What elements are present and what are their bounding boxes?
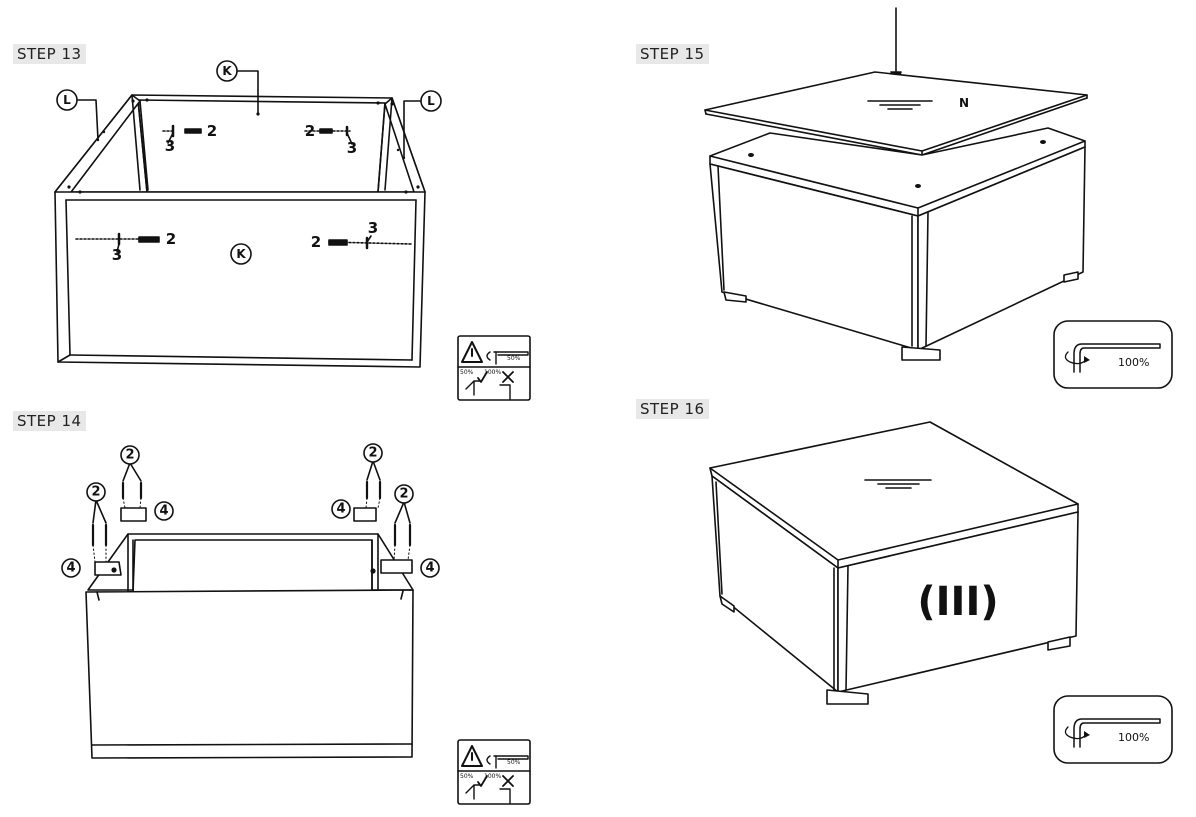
step-16-label: STEP 16 (636, 399, 709, 419)
warning-box-14 (457, 739, 531, 805)
bracket-4-label: 4 (159, 504, 168, 519)
allen-key-box-15 (1053, 320, 1173, 389)
torque-100-mid-text: 100% (484, 369, 501, 376)
dowel-3-label: 3 (165, 137, 175, 155)
warning-box-13 (457, 335, 531, 401)
screw-2-label: 2 (311, 233, 321, 251)
part-L-label-left: L (63, 93, 71, 107)
dowel-3-label: 3 (368, 219, 378, 237)
step-15-label: STEP 15 (636, 44, 709, 64)
screw-2-label: 2 (166, 230, 176, 248)
module-mark: (III) (917, 579, 998, 625)
torque-50-text: 50% (507, 355, 521, 362)
part-L-label-right: L (427, 94, 435, 108)
screw-2-label: 2 (399, 487, 408, 502)
step-14-label: STEP 14 (13, 411, 86, 431)
screw-2-label: 2 (91, 485, 100, 500)
screw-2-label: 2 (305, 122, 315, 140)
step-13-label: STEP 13 (13, 44, 86, 64)
torque-100-text: 100% (1118, 731, 1149, 744)
bracket-4-label: 4 (66, 561, 75, 576)
part-K-label-front: K (236, 247, 246, 261)
step-16-illustration (709, 421, 1079, 705)
bracket-4-label: 4 (425, 561, 434, 576)
torque-100-text: 100% (1118, 356, 1149, 369)
torque-50-left-text: 50% (460, 369, 474, 376)
bracket-4-label: 4 (336, 502, 345, 517)
dowel-3-label: 3 (112, 246, 122, 264)
step-15-illustration (704, 7, 1088, 361)
torque-100-mid-text: 100% (484, 773, 501, 780)
screw-2-label: 2 (125, 448, 134, 463)
allen-key-box-16 (1053, 695, 1173, 764)
torque-50-text: 50% (507, 759, 521, 766)
screw-2-label: 2 (368, 446, 377, 461)
part-N-label: N (959, 96, 969, 110)
step-13-illustration (54, 70, 426, 368)
part-K-label-top: K (222, 64, 232, 78)
torque-50-left-text: 50% (460, 773, 474, 780)
dowel-3-label: 3 (347, 139, 357, 157)
screw-2-label: 2 (207, 122, 217, 140)
step-14-callouts (61, 443, 440, 578)
step-14-illustration (85, 460, 414, 759)
